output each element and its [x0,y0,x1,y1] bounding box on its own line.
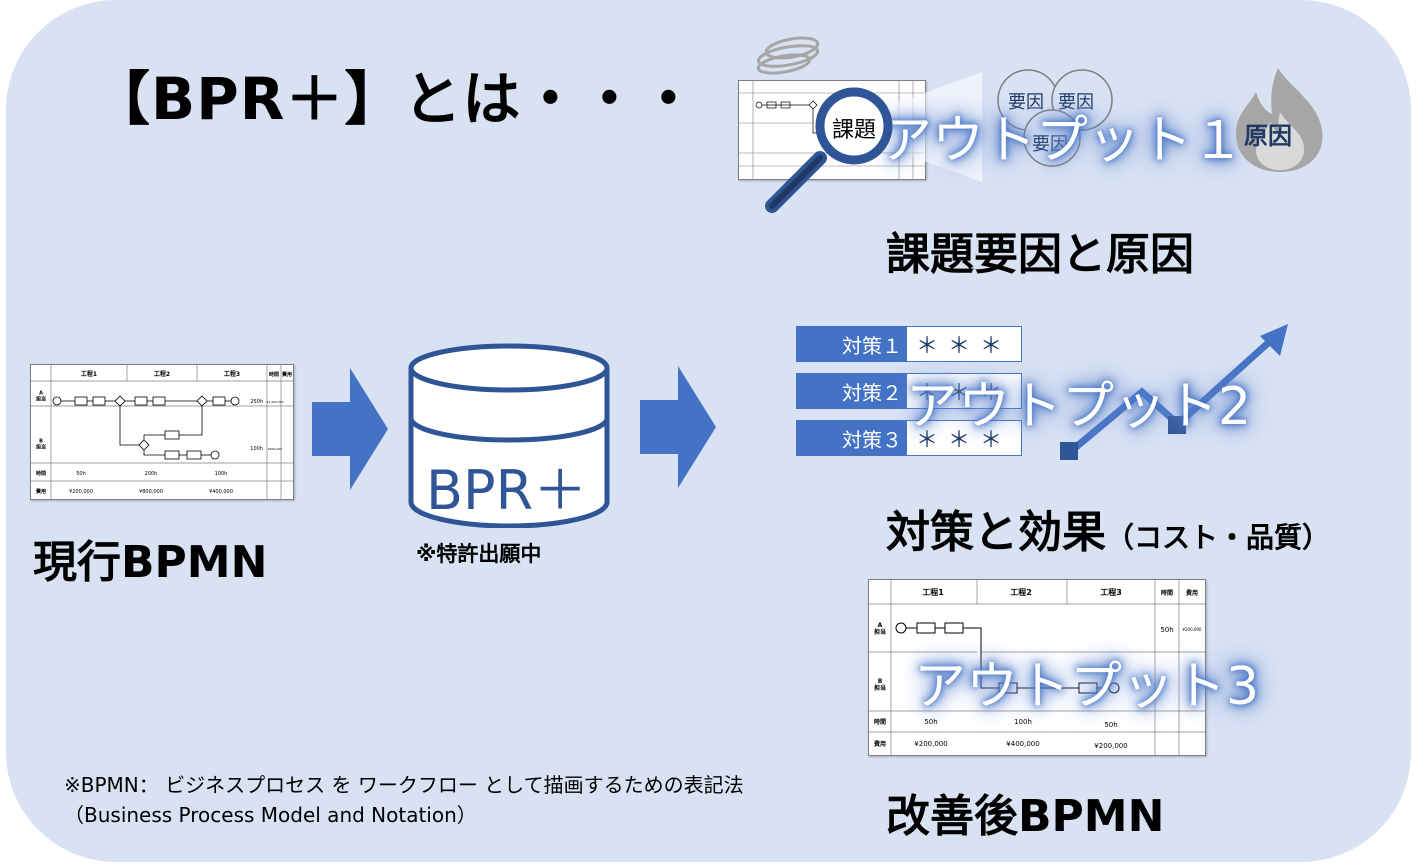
factor-bubbles: 要因 要因 要因 [996,68,1126,168]
row-time-label: 時間 [36,470,46,477]
factor-label: 要因 [1008,92,1044,113]
row-cost-label: 費用 [36,488,46,495]
output2-label-sub: （コスト・品質） [1106,521,1331,554]
cause-label: 原因 [1244,122,1292,150]
flow-arrow-2 [640,366,716,488]
cost-value: ¥200,000 [914,740,947,748]
factor-label: 要因 [1058,92,1094,113]
side-value: ¥1,400,000 [266,400,283,404]
worry-scribble-icon [756,36,820,75]
output3-glow-title: アウトプット3 [914,657,1260,717]
header-cost: 費用 [1186,589,1198,597]
magnifying-glass-icon [765,87,893,213]
output2-label: 対策と効果（コスト・品質） [886,496,1330,560]
cost-value: ¥200,000 [69,489,93,495]
measure-value-2: ＊＊＊ [906,373,1022,409]
side-value: 50h [1160,626,1173,634]
row-time-label: 時間 [874,718,886,726]
current-bpmn-label: 現行BPMN [33,537,268,588]
cost-value: ¥400,000 [209,489,233,495]
bpr-plus-database [408,343,610,528]
side-value: ¥200,000 [1182,627,1202,632]
output2-glow-title: アウトプット2 [906,377,1252,437]
output1-glow-title: アウトプット１ [880,111,1245,171]
measure-value-1: ＊＊＊ [906,326,1022,362]
output1-light-beam [872,72,982,182]
time-value: 200h [145,471,158,477]
header-cost: 費用 [282,371,292,378]
patent-note: ※特許出願中 [416,542,542,566]
footnote-line-2: （Business Process Model and Notation） [64,803,477,827]
cost-value: ¥400,000 [1006,740,1039,748]
header-time: 時間 [269,371,279,378]
issue-label: 課題 [832,118,877,143]
output2-label-main: 対策と効果 [886,507,1106,558]
time-value: 50h [76,471,86,477]
bpr-plus-label: BPR＋ [426,459,588,522]
time-value: 100h [215,471,228,477]
trend-arrow-icon [1060,324,1288,460]
time-value: 100h [1014,718,1032,726]
header-process-1: 工程1 [81,370,97,378]
header-process-1: 工程1 [922,587,944,597]
factor-label: 要因 [1032,134,1068,155]
header-process-2: 工程2 [1010,587,1032,597]
header-process-2: 工程2 [154,370,170,378]
output1-label: 課題要因と原因 [886,229,1194,280]
side-value: ¥400,000 [268,447,282,451]
footnote-line-1: ※BPMN： ビジネスプロセス を ワークフロー として描画するための表記法 [64,773,744,797]
cost-value: ¥800,000 [139,489,163,495]
time-value: 50h [924,718,937,726]
side-value: 100h [250,446,263,452]
footnote: ※BPMN： ビジネスプロセス を ワークフロー として描画するための表記法 （… [64,770,744,830]
cost-value: ¥200,000 [1094,742,1127,750]
header-process-3: 工程3 [224,370,240,378]
time-value: 50h [1104,721,1117,729]
flow-arrow-1 [312,368,388,490]
page-title: 【BPR＋】とは・・・ [92,65,699,133]
measure-value-3: ＊＊＊ [906,420,1022,456]
row-cost-label: 費用 [874,740,886,748]
header-process-3: 工程3 [1100,587,1122,597]
header-time: 時間 [1161,589,1173,597]
flame-icon [1235,68,1323,172]
output3-label: 改善後BPMN [886,791,1165,842]
side-value: 250h [250,399,263,405]
